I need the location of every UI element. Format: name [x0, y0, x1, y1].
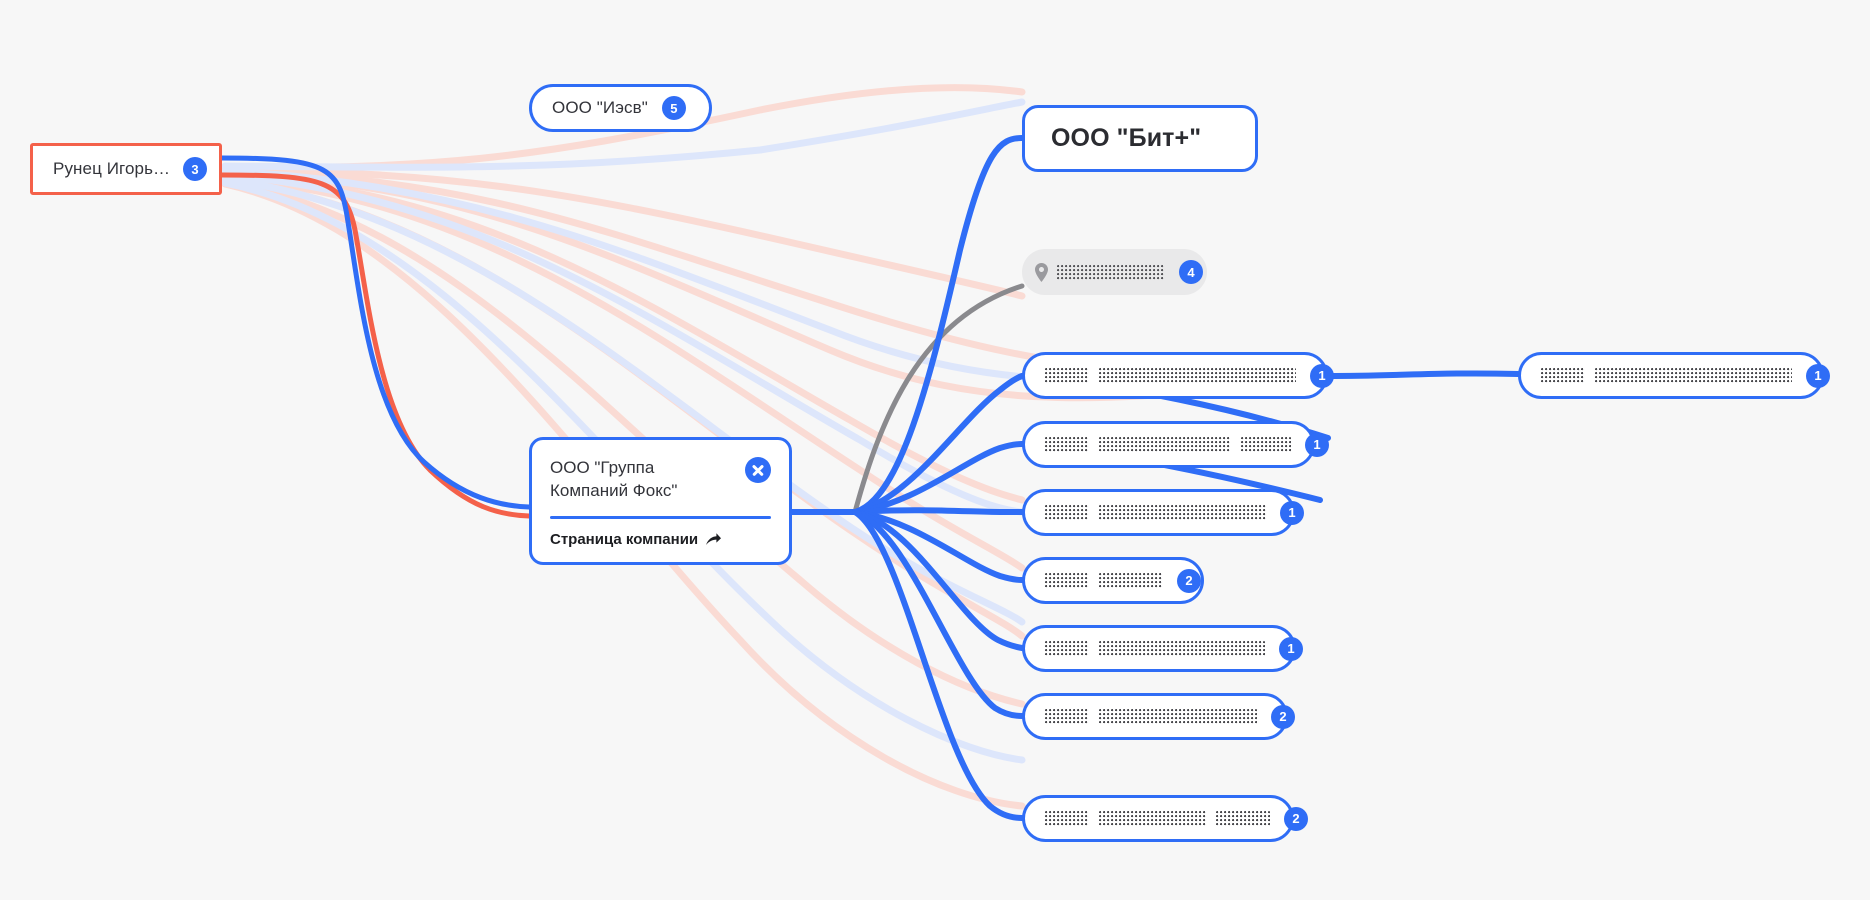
node-count-badge: 5	[661, 96, 686, 120]
company-page-link-label: Страница компании	[550, 530, 699, 548]
redacted-text-segment	[1241, 437, 1291, 452]
redacted-text-segment	[1099, 437, 1231, 452]
node-count-badge: 2	[1271, 704, 1295, 729]
redacted-text-segment	[1541, 368, 1585, 383]
graph-node-label: ООО "Бит+"	[1051, 124, 1202, 152]
redacted-text-segment	[1045, 505, 1089, 520]
redacted-text-segment	[1099, 709, 1257, 724]
redacted-text-segment	[1045, 709, 1089, 724]
hub-edge-r7	[852, 509, 1025, 821]
redacted-label	[1045, 641, 1265, 656]
highlight-edge-red	[219, 172, 532, 519]
redacted-text-segment	[1045, 573, 1089, 588]
redacted-label	[1045, 709, 1257, 724]
redacted-text-segment	[1216, 811, 1270, 826]
redacted-label	[1057, 264, 1165, 280]
external-arrow-icon	[706, 532, 722, 545]
redacted-text-segment	[1045, 437, 1089, 452]
faint-edge	[221, 166, 1026, 300]
redacted-label	[1541, 368, 1792, 383]
company-popup-card[interactable]: ООО "Группа Компаний Фокс" Страница комп…	[529, 437, 792, 565]
redacted-text-segment	[1045, 811, 1089, 826]
redacted-text-segment	[1099, 641, 1265, 656]
graph-node-r4[interactable]: 2	[1022, 557, 1204, 604]
redacted-text-segment	[1099, 573, 1163, 588]
popup-divider	[550, 516, 771, 519]
graph-node-r1[interactable]: 1	[1022, 352, 1334, 399]
highlight-edge-blue	[219, 155, 532, 510]
graph-node-r5[interactable]: 1	[1022, 625, 1303, 672]
redacted-label	[1045, 437, 1291, 452]
hub-edge-r1	[852, 373, 1025, 515]
graph-node-r6[interactable]: 2	[1022, 693, 1295, 740]
hub-edge-r6	[852, 509, 1025, 719]
graph-node-location[interactable]: 4	[1022, 249, 1207, 295]
graph-node-bit-plus[interactable]: ООО "Бит+"	[1022, 105, 1258, 172]
graph-node-iesv[interactable]: ООО "Иэсв" 5	[529, 84, 712, 132]
faint-edge	[221, 176, 1026, 640]
redacted-label	[1045, 505, 1266, 520]
node-count-badge: 3	[183, 157, 207, 181]
close-icon[interactable]	[745, 457, 771, 483]
redacted-text-segment	[1099, 368, 1296, 383]
node-count-badge: 1	[1279, 636, 1303, 661]
graph-node-r3[interactable]: 1	[1022, 489, 1304, 536]
redacted-text-segment	[1057, 264, 1165, 280]
node-count-badge: 4	[1179, 260, 1203, 284]
redacted-text-segment	[1045, 368, 1089, 383]
gray-edge-location	[852, 283, 1025, 515]
edge-r1-to-r1b	[1325, 370, 1521, 379]
redacted-text-segment	[1099, 811, 1206, 826]
graph-node-r1b[interactable]: 1	[1518, 352, 1830, 399]
hub-edge-r5	[852, 509, 1025, 651]
redacted-text-segment	[1045, 641, 1089, 656]
node-count-badge: 1	[1310, 363, 1334, 388]
node-count-badge: 1	[1280, 500, 1304, 525]
node-count-badge: 1	[1806, 363, 1830, 388]
hub-edge-r2	[852, 441, 1025, 515]
hub-edge-r4	[852, 509, 1025, 583]
node-count-badge: 2	[1177, 568, 1201, 593]
popup-title: ООО "Группа Компаний Фокс"	[550, 458, 678, 501]
graph-node-label: ООО "Иэсв"	[552, 98, 648, 117]
location-pin-icon	[1035, 262, 1048, 282]
hub-edge-r3	[852, 507, 1025, 515]
graph-node-root[interactable]: Рунец Игорь… 3	[30, 143, 222, 195]
node-count-badge: 1	[1305, 432, 1329, 457]
redacted-label	[1045, 368, 1296, 383]
redacted-label	[1045, 573, 1163, 588]
company-page-link[interactable]: Страница компании	[550, 531, 771, 548]
popup-header: ООО "Группа Компаний Фокс"	[550, 456, 771, 502]
graph-node-label: Рунец Игорь…	[53, 159, 171, 178]
graph-node-r2[interactable]: 1	[1022, 421, 1329, 468]
hub-edge-bit-plus	[852, 135, 1025, 515]
redacted-label	[1045, 811, 1270, 826]
node-count-badge: 2	[1284, 806, 1308, 831]
graph-node-r7[interactable]: 2	[1022, 795, 1308, 842]
redacted-text-segment	[1595, 368, 1792, 383]
redacted-text-segment	[1099, 505, 1266, 520]
